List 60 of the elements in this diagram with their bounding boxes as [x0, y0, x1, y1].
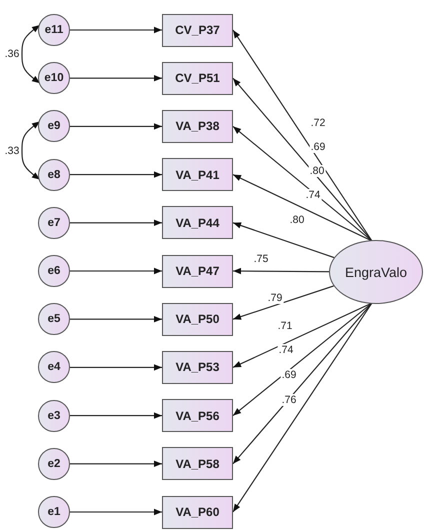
observed-variable-box: VA_P47 [162, 254, 233, 288]
observed-variable-box: CV_P51 [162, 62, 233, 95]
error-circle: e4 [38, 351, 70, 384]
arrow [232, 302, 372, 464]
edge-label: .80 [288, 214, 306, 226]
observed-variable-box: VA_P38 [162, 110, 233, 143]
observed-variable-box: VA_P53 [162, 350, 233, 384]
arrow [232, 78, 372, 242]
arrow [233, 268, 329, 274]
edge-label: .79 [266, 292, 284, 304]
error-circle: e6 [38, 255, 70, 287]
error-circle: e3 [38, 400, 70, 432]
error-circle: e8 [38, 158, 70, 191]
arrow [70, 75, 162, 82]
edge-label: .74 [278, 344, 294, 356]
arrow [70, 316, 162, 322]
arrow [232, 302, 372, 416]
arrow [70, 123, 162, 130]
observed-variable-box: VA_P60 [162, 496, 233, 528]
edge-label: .74 [304, 189, 322, 201]
latent-variable-ellipse: EngraValo [329, 240, 423, 304]
arrow [70, 26, 162, 34]
covariance-arrow [21, 24, 40, 84]
edge-label: .69 [310, 141, 326, 153]
arrow [232, 302, 372, 512]
arrow [70, 220, 162, 226]
arrow [232, 302, 372, 368]
error-circle: e10 [38, 62, 70, 94]
arrow [232, 285, 334, 320]
edge-label: .33 [4, 144, 20, 156]
covariance-arrow [21, 120, 40, 180]
edge-label: .69 [280, 369, 298, 381]
arrow [232, 222, 334, 258]
error-circle: e7 [38, 206, 70, 239]
error-circle: e2 [38, 448, 70, 480]
arrow [232, 30, 372, 242]
arrow [70, 460, 162, 467]
observed-variable-box: VA_P41 [162, 158, 233, 192]
arrow [70, 508, 162, 516]
arrow [70, 171, 162, 178]
arrow [232, 174, 372, 242]
edge-label: .80 [308, 165, 326, 177]
arrow [232, 126, 372, 242]
observed-variable-box: CV_P37 [162, 14, 233, 46]
observed-variable-box: VA_P56 [162, 399, 233, 432]
edge-label: .71 [276, 320, 294, 332]
observed-variable-box: VA_P50 [162, 302, 233, 336]
edge-label: .36 [4, 48, 20, 60]
edge-label: .75 [252, 253, 270, 265]
arrow [70, 268, 162, 274]
edge-label: .76 [280, 394, 298, 406]
error-circle: e1 [38, 496, 70, 528]
observed-variable-box: VA_P44 [162, 206, 233, 240]
arrow [70, 364, 162, 371]
error-circle: e9 [38, 110, 70, 142]
error-circle: e5 [38, 303, 70, 336]
arrow [70, 412, 162, 419]
error-circle: e11 [38, 14, 70, 46]
observed-variable-box: VA_P58 [162, 447, 233, 480]
edge-label: .72 [310, 117, 326, 129]
